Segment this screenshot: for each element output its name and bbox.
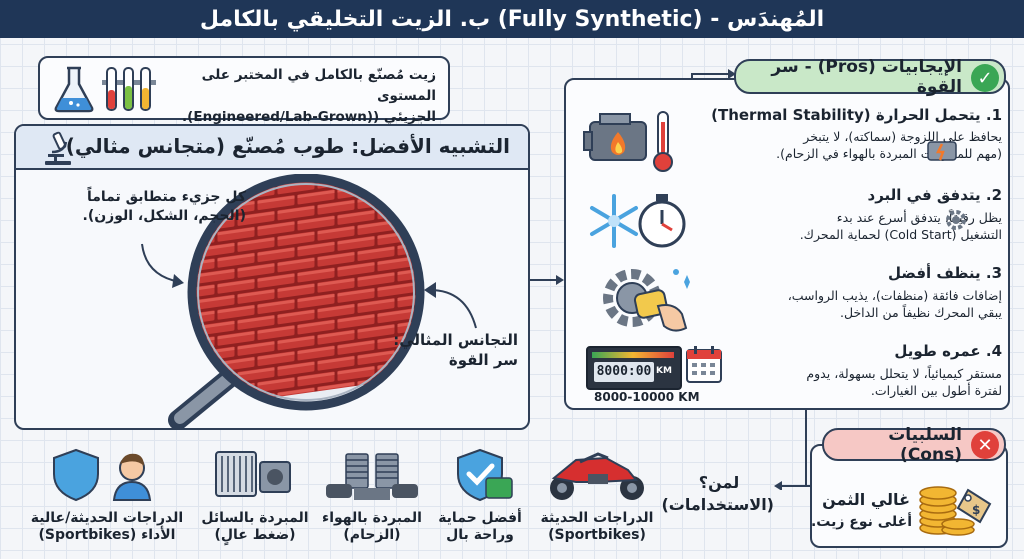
odometer-gauge: 8000:00 KM	[586, 346, 682, 390]
pro-2-text: يظل رقيقاً، يتدفق أسرع عند بدء التشغيل (…	[799, 210, 1002, 242]
gear-sponge-icon	[598, 262, 694, 336]
use-item-sportbike: الدراجات الحديثة (Sportbikes)	[536, 448, 658, 554]
analogy-panel: التشبيه الأفضل: طوب مُصنّع (متجانس مثالي…	[14, 124, 530, 430]
checkmark-icon: ✓	[971, 64, 999, 92]
pros-header: الإيجابيات (Pros) - سر القوة ✓	[734, 57, 1006, 97]
motorcycle-icon	[550, 452, 644, 500]
use-item-protection: أفضل حماية وراحة بال	[428, 448, 532, 554]
magnifier-handle	[168, 364, 244, 428]
page-title: ب. الزيت التخليقي بالكامل (Fully Synthet…	[0, 0, 1024, 38]
snowflake-timer-icon	[584, 188, 688, 254]
odometer-readout: 8000:00	[594, 362, 654, 382]
svg-text:$: $	[972, 503, 980, 517]
cross-icon: ✕	[971, 431, 999, 459]
odometer-scale	[592, 352, 674, 358]
pro-3-title: 3. ينظف أفضل	[888, 264, 1002, 282]
engine-heat-icon	[582, 108, 682, 174]
shield-check-icon	[457, 448, 513, 502]
shield-rider-icon	[53, 448, 152, 502]
uniform-molecule-note: كل جزيء متطابق تماماً (الحجم، الشكل، الو…	[82, 189, 247, 224]
definition-text: زيت مُصنّع بالكامل في المختبر على المستو…	[182, 67, 436, 125]
connector-analogy-pros	[530, 275, 564, 285]
curved-arrow-right	[424, 282, 477, 329]
gear-small-icon	[944, 208, 968, 232]
use-item-performance: الدراجات الحديثة/عالية الأداء (Sportbike…	[20, 448, 194, 554]
use-item-liquid-cooled: المبردة بالسائل (ضغط عالٍ)	[196, 448, 314, 554]
cons-item-text: أغلى نوع زيت.	[810, 514, 912, 530]
pro-3-text: إضافات فائقة (منظفات)، يذيب الرواسب، يبق…	[787, 288, 1002, 320]
pro-1-title: 1. يتحمل الحرارة (Thermal Stability)	[711, 106, 1002, 124]
uses-question: لمن؟ (الاستخدامات)	[661, 473, 774, 514]
calendar-icon	[684, 344, 724, 386]
cons-header: السلبيات (Cons) ✕	[822, 425, 1006, 465]
pro-2-title: 2. يتدفق في البرد	[867, 186, 1003, 204]
pro-4-title: 4. عمره طويل	[894, 342, 1002, 360]
definition-card: زيت مُصنّع بالكامل في المختبر على المستو…	[38, 56, 450, 125]
air-cooled-engine-icon	[326, 453, 418, 500]
homogeneity-note: التجانس المثالي: سر القوة	[393, 331, 518, 369]
test-tubes-icon	[100, 64, 158, 116]
curved-arrow-left	[141, 243, 184, 288]
use-item-air-cooled: المبردة بالهواء (الزحام)	[316, 448, 428, 554]
analogy-header	[16, 126, 528, 170]
small-engine-icon	[924, 132, 964, 168]
odometer-unit: KM	[656, 366, 672, 376]
cons-item-title: غالي الثمن	[822, 490, 910, 509]
brick-magnifier	[168, 174, 425, 428]
microscope-icon	[42, 130, 76, 166]
pro-4-text: مستقر كيميائياً، لا يتحلل بسهولة، يدوم ل…	[806, 366, 1002, 398]
analogy-title: التشبيه الأفضل: طوب مُصنّع (متجانس مثالي…	[65, 134, 510, 158]
flask-icon	[50, 64, 98, 114]
coins-tag-icon: $	[916, 466, 998, 540]
mileage-caption: 8000-10000 KM	[594, 390, 700, 404]
radiator-icon	[215, 451, 291, 497]
